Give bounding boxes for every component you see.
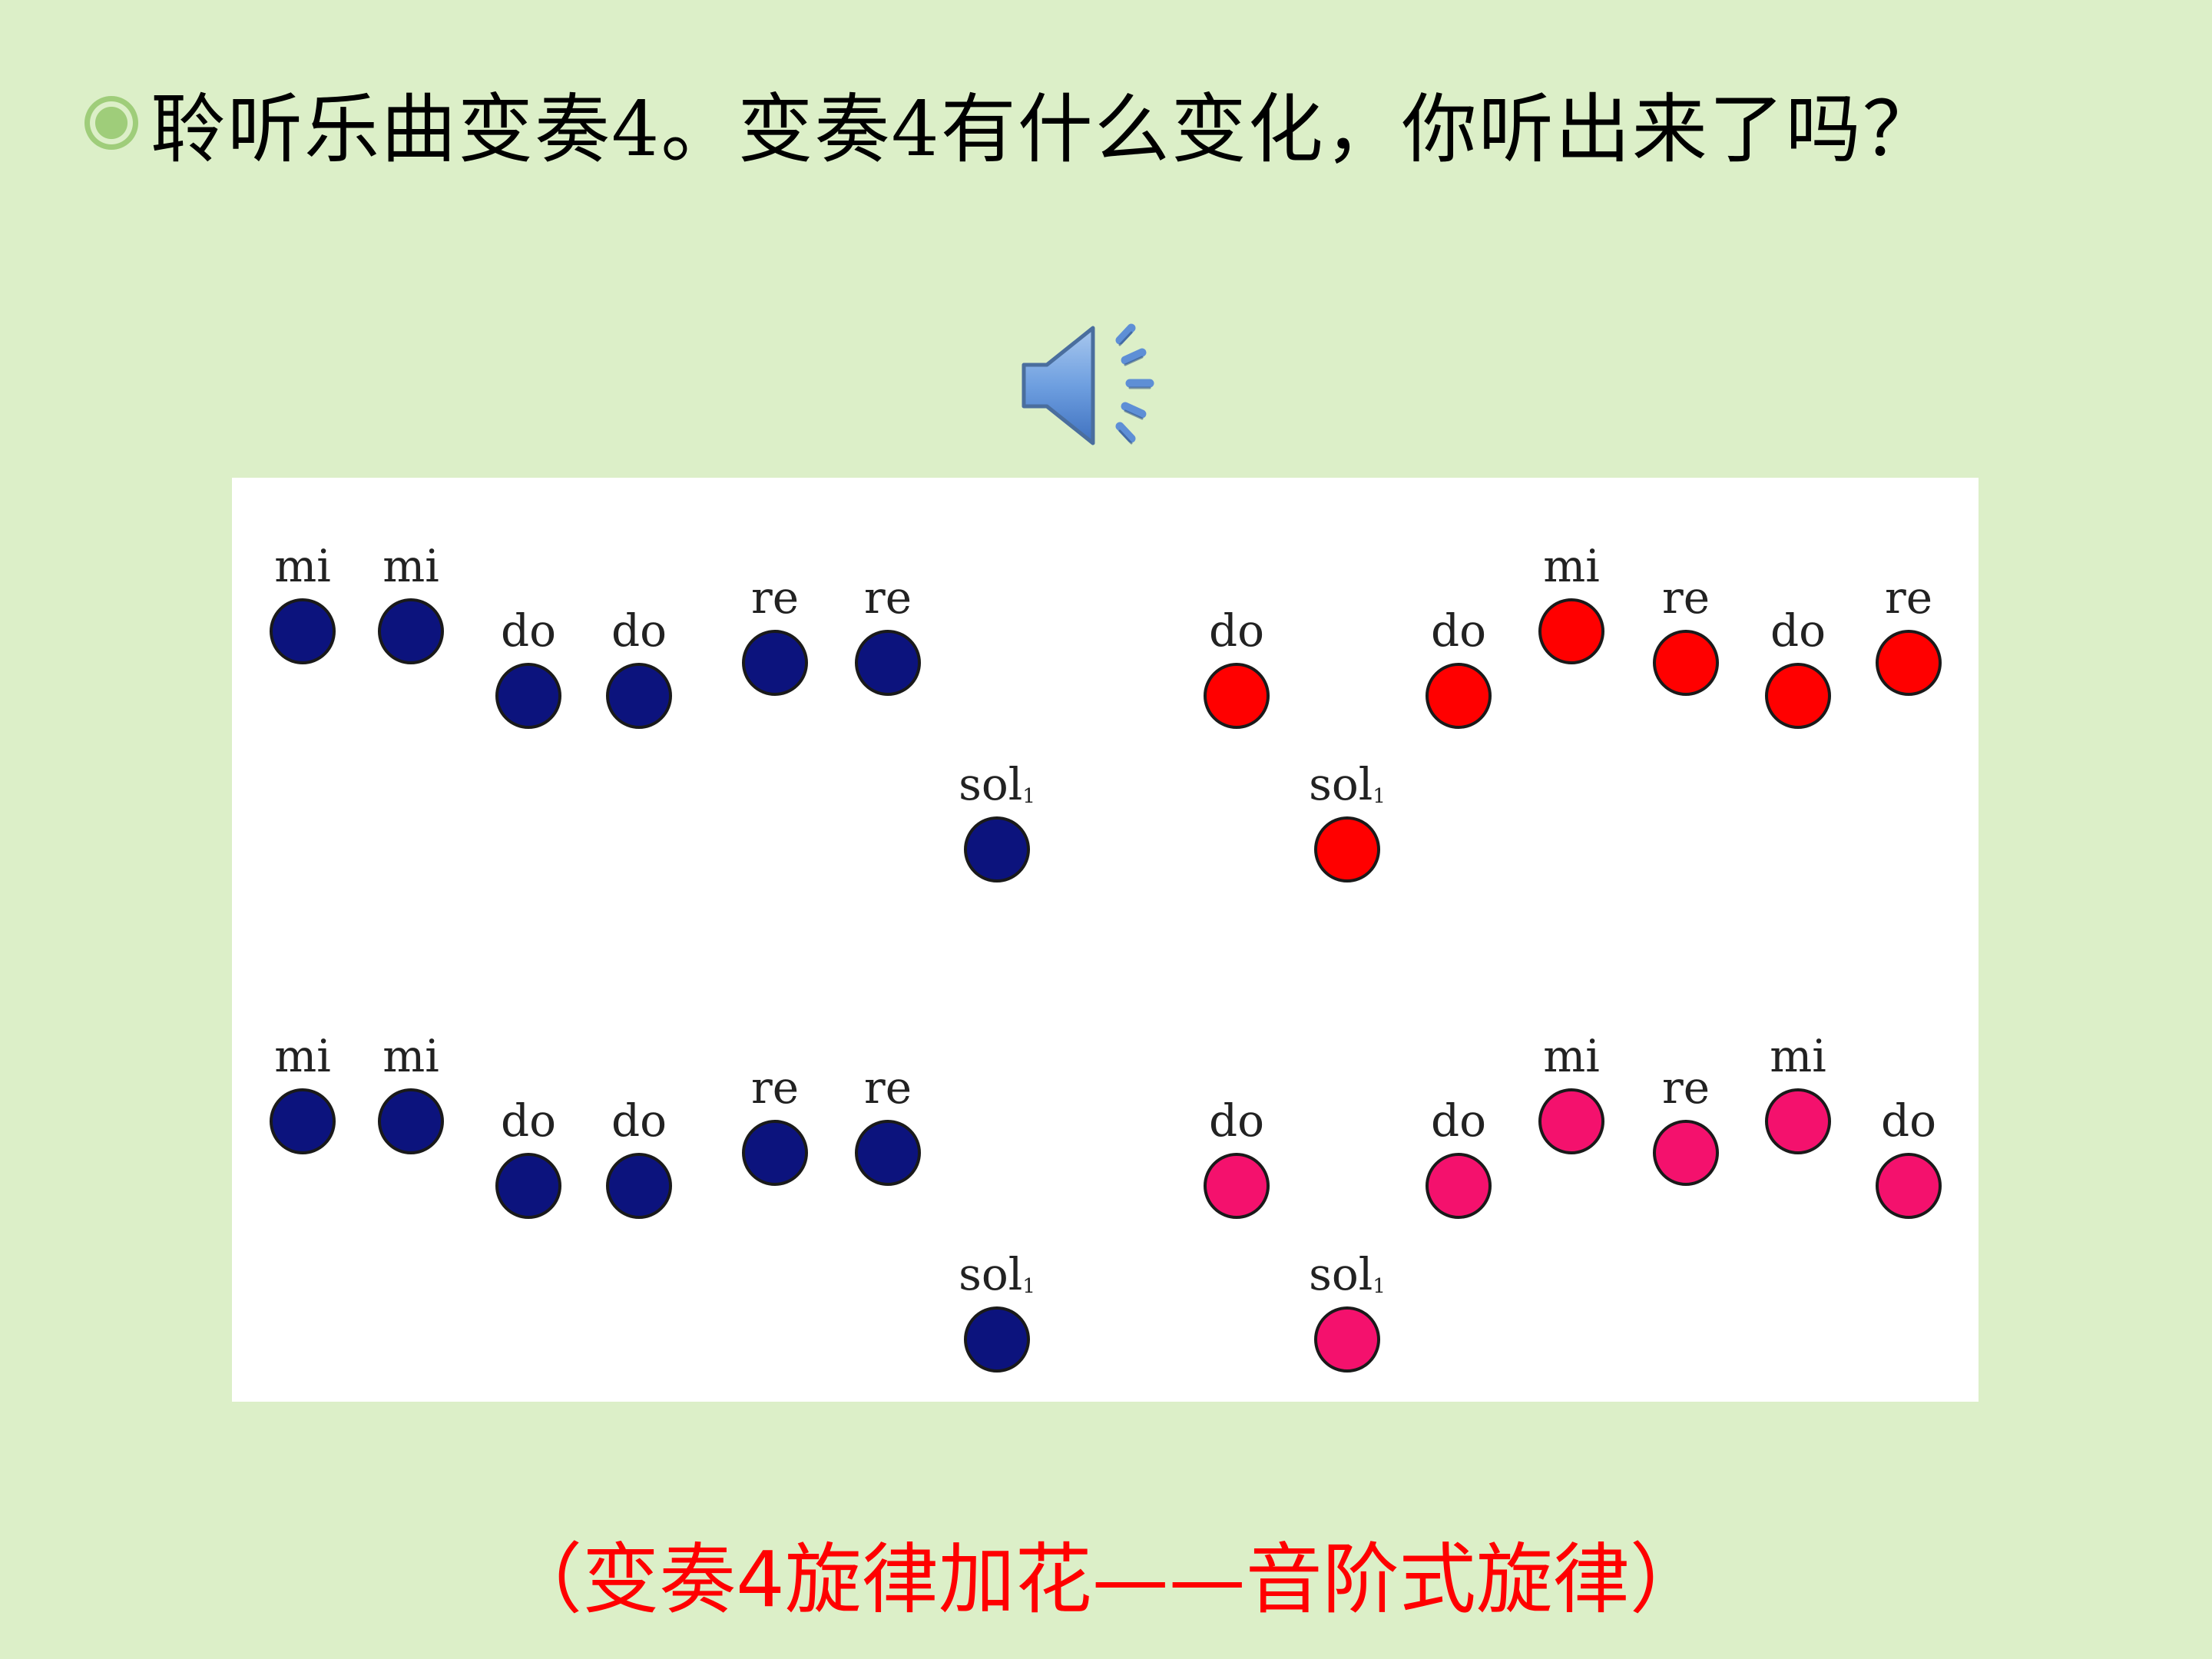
heading: 聆听乐曲变奏4。变奏4有什么变化，你听出来了吗？ (84, 73, 1939, 174)
note-dot (378, 598, 444, 664)
note-label: sol1 (1309, 758, 1386, 810)
note-label: do (611, 1094, 667, 1147)
note-dot (1204, 1153, 1270, 1219)
note-label: sol1 (1309, 1248, 1386, 1300)
note-dot (964, 1306, 1030, 1373)
heading-text: 聆听乐曲变奏4。变奏4有什么变化，你听出来了吗？ (151, 86, 1939, 174)
note-dot (270, 1088, 336, 1154)
caption: （变奏4旋律加花——音阶式旋律） (505, 1535, 1707, 1624)
note-dot (1653, 1120, 1719, 1186)
note-label: do (501, 604, 556, 657)
note-dot (742, 1120, 808, 1186)
note-label: sol1 (959, 1248, 1035, 1300)
note-label: do (501, 1094, 556, 1147)
note-label: do (1431, 1094, 1486, 1147)
note-label: re (1885, 571, 1932, 624)
note-label: do (611, 604, 667, 657)
note-dot (270, 598, 336, 664)
note-label: do (1209, 1094, 1264, 1147)
note-label: sol1 (959, 758, 1035, 810)
radio-bullet-icon (84, 96, 138, 150)
note-label: re (864, 1061, 912, 1114)
note-dot (964, 816, 1030, 882)
speaker-sound-icon[interactable] (1018, 311, 1175, 457)
note-label: mi (1543, 1030, 1600, 1082)
note-label: re (1662, 571, 1710, 624)
note-label: do (1770, 604, 1826, 657)
note-dot (606, 1153, 672, 1219)
note-label: mi (382, 540, 439, 592)
note-dot (1876, 1153, 1942, 1219)
note-dot (1426, 1153, 1492, 1219)
note-dot (742, 630, 808, 696)
note-label: mi (274, 1030, 331, 1082)
note-label: re (1662, 1061, 1710, 1114)
note-label: do (1881, 1094, 1936, 1147)
note-dot (1314, 1306, 1380, 1373)
note-dot (378, 1088, 444, 1154)
note-label: mi (274, 540, 331, 592)
note-label: re (751, 571, 799, 624)
note-label: mi (1543, 540, 1600, 592)
note-label: re (864, 571, 912, 624)
note-dot (1204, 663, 1270, 729)
note-label: do (1431, 604, 1486, 657)
note-dot (1765, 1088, 1831, 1154)
note-dot (1538, 598, 1604, 664)
note-dot (1653, 630, 1719, 696)
note-dot (1876, 630, 1942, 696)
note-dot (606, 663, 672, 729)
note-dot (855, 1120, 921, 1186)
note-dot (1765, 663, 1831, 729)
note-label: do (1209, 604, 1264, 657)
note-dot (495, 663, 561, 729)
note-dot (1538, 1088, 1604, 1154)
note-label: mi (382, 1030, 439, 1082)
note-dot (855, 630, 921, 696)
note-label: re (751, 1061, 799, 1114)
note-label: mi (1770, 1030, 1826, 1082)
note-dot (495, 1153, 561, 1219)
note-dot (1314, 816, 1380, 882)
note-dot (1426, 663, 1492, 729)
